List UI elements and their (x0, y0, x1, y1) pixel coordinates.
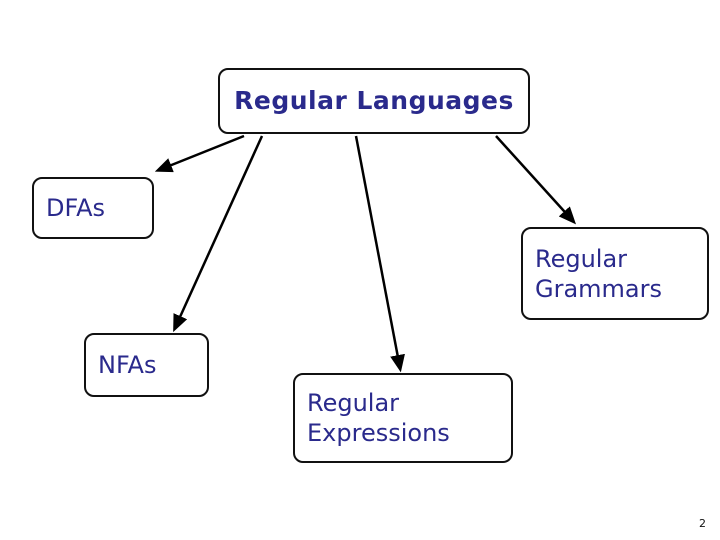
node-nfas-label: NFAs (98, 351, 157, 379)
edge-languages-to-nfas (173, 135, 264, 333)
node-regular-grammars[interactable]: Regular Grammars (521, 227, 709, 320)
node-regular-grammars-label: Regular Grammars (535, 244, 663, 303)
node-dfas-label: DFAs (46, 194, 106, 222)
edge-languages-to-regular-expressions (354, 135, 405, 373)
edge-languages-to-regular-grammars (495, 135, 577, 225)
edge-languages-to-dfas (154, 134, 245, 173)
node-regular-expressions[interactable]: Regular Expressions (293, 373, 513, 463)
node-nfas[interactable]: NFAs (84, 333, 209, 397)
page-number: 2 (699, 517, 706, 530)
node-regular-expressions-label: Regular Expressions (307, 389, 450, 447)
node-regular-languages-label: Regular Languages (234, 86, 514, 116)
node-dfas[interactable]: DFAs (32, 177, 154, 239)
node-regular-languages[interactable]: Regular Languages (218, 68, 530, 134)
